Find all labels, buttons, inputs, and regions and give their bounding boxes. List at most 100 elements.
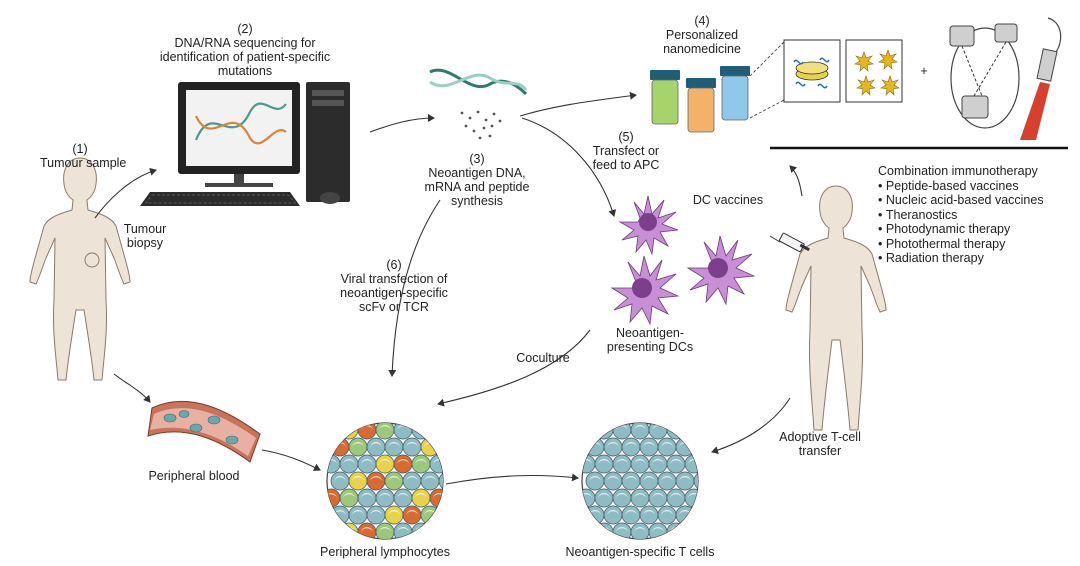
lymphocyte-cell: [339, 522, 359, 539]
arrow-to-blood: [113, 373, 151, 403]
lymphocyte-nucleus: [652, 527, 664, 533]
lymphocyte-nucleus: [388, 510, 400, 516]
lymphocyte-cell: [684, 488, 698, 508]
lymphocyte-cell: [630, 488, 650, 508]
lymphocyte-nucleus: [397, 527, 409, 533]
lymphocyte-nucleus: [697, 476, 698, 482]
combination-immunotherapy-list: Combination immunotherapy Peptide-based …: [878, 164, 1044, 266]
label-tumour-biopsy: Tumour biopsy: [123, 222, 167, 250]
lymphocyte-cell: [384, 437, 404, 457]
lymphocyte-nucleus: [589, 510, 601, 516]
lymphocyte-cell: [375, 454, 395, 474]
arrow-to-sequencing: [94, 167, 157, 219]
lymphocyte-cell: [438, 471, 443, 491]
lymphocyte-nucleus: [661, 510, 673, 516]
lymphocyte-cell: [366, 471, 386, 491]
label-neoantigen-dcs: Neoantigen- presenting DCs: [606, 326, 694, 354]
lymphocyte-cell: [639, 471, 659, 491]
label-transfect: (5) Transfect or feed to APC: [592, 130, 660, 172]
lymphocyte-nucleus: [406, 476, 418, 482]
lymphocyte-cell: [594, 522, 614, 539]
lymphocyte-cell: [438, 437, 443, 457]
lymphocyte-nucleus: [697, 442, 698, 448]
lymphocyte-cell: [420, 471, 440, 491]
radiation-therapy-device: [949, 23, 1020, 129]
combination-title: Combination immunotherapy: [878, 164, 1038, 178]
lymphocyte-cell: [411, 423, 431, 440]
lymphocyte-nucleus: [406, 442, 418, 448]
arrow-coculture: [437, 329, 591, 407]
lymphocyte-cell: [375, 423, 395, 440]
lymphocyte-cell: [657, 471, 677, 491]
lymphocyte-cell: [630, 454, 650, 474]
lymphocyte-cell: [327, 423, 341, 440]
lymphocyte-nucleus: [598, 493, 610, 499]
lymphocyte-nucleus: [625, 476, 637, 482]
lymphocyte-nucleus: [379, 527, 391, 533]
lymphocyte-nucleus: [643, 510, 655, 516]
patient-body-right: [785, 185, 887, 431]
lymphocyte-nucleus: [415, 425, 427, 431]
lymphocyte-cell: [402, 505, 422, 525]
lymphocyte-nucleus: [442, 510, 443, 516]
lymphocyte-cell: [429, 423, 443, 440]
combination-item: Peptide-based vaccines: [878, 179, 1044, 194]
lymphocyte-nucleus: [697, 510, 698, 516]
lymphocyte-nucleus: [598, 459, 610, 465]
lymphocyte-nucleus: [582, 527, 592, 533]
arrow-to-t-cells: [445, 473, 579, 485]
lymphocyte-cell: [582, 423, 596, 440]
lymphocyte-nucleus: [433, 425, 443, 431]
lymphocyte-cell: [393, 488, 413, 508]
lymphocyte-nucleus: [688, 527, 698, 533]
lymphocyte-cell: [666, 488, 686, 508]
lymphocyte-nucleus: [379, 425, 391, 431]
dendritic-cell: [686, 235, 756, 306]
label-peripheral-lymphocytes: Peripheral lymphocytes: [320, 545, 450, 559]
lymphocyte-cell: [594, 423, 614, 440]
lymphocyte-cell: [411, 488, 431, 508]
lymphocyte-nucleus: [607, 442, 619, 448]
lymphocyte-cell: [612, 454, 632, 474]
lymphocyte-cell: [630, 522, 650, 539]
nanomedicine-vials: [650, 66, 750, 133]
lymphocyte-cell: [648, 488, 668, 508]
lymphocyte-nucleus: [343, 425, 355, 431]
lymphocyte-cell: [693, 505, 698, 525]
lymphocyte-cell: [330, 471, 350, 491]
lymphocyte-nucleus: [616, 527, 628, 533]
lymphocyte-cell: [402, 437, 422, 457]
lymphocyte-nucleus: [679, 476, 691, 482]
lymphocyte-nucleus: [415, 459, 427, 465]
label-neoantigen-t-cells: Neoantigen-specific T cells: [565, 545, 715, 559]
label-viral-transfection: (6) Viral transfection of neoantigen-spe…: [340, 258, 448, 314]
lymphocyte-nucleus: [370, 476, 382, 482]
lymphocyte-cell: [621, 437, 641, 457]
lymphocyte-cell: [675, 471, 695, 491]
flow-arrows: [94, 91, 803, 485]
lymphocyte-nucleus: [652, 459, 664, 465]
lymphocyte-nucleus: [327, 527, 337, 533]
lymphocyte-cell: [348, 437, 368, 457]
arrow-to-synthesis: [369, 114, 435, 133]
lymphocyte-nucleus: [607, 476, 619, 482]
lymphocyte-nucleus: [634, 493, 646, 499]
lymphocyte-cell: [384, 505, 404, 525]
lymphocyte-cell: [684, 522, 698, 539]
lymphocyte-cell: [648, 454, 668, 474]
lymphocyte-nucleus: [334, 510, 346, 516]
lymphocyte-nucleus: [670, 425, 682, 431]
lymphocyte-nucleus: [661, 442, 673, 448]
lymphocyte-cell: [585, 471, 605, 491]
lymphocyte-nucleus: [652, 493, 664, 499]
lymphocyte-cell: [438, 505, 443, 525]
lymphocyte-nucleus: [688, 425, 698, 431]
lymphocyte-nucleus: [424, 510, 436, 516]
lymphocyte-cell: [582, 454, 596, 474]
lymphocyte-cell: [375, 488, 395, 508]
label-nanomedicine: (4) Personalized nanomedicine: [663, 14, 741, 56]
lymphocyte-nucleus: [327, 425, 337, 431]
lymphocyte-nucleus: [634, 527, 646, 533]
lymphocyte-cell: [339, 454, 359, 474]
